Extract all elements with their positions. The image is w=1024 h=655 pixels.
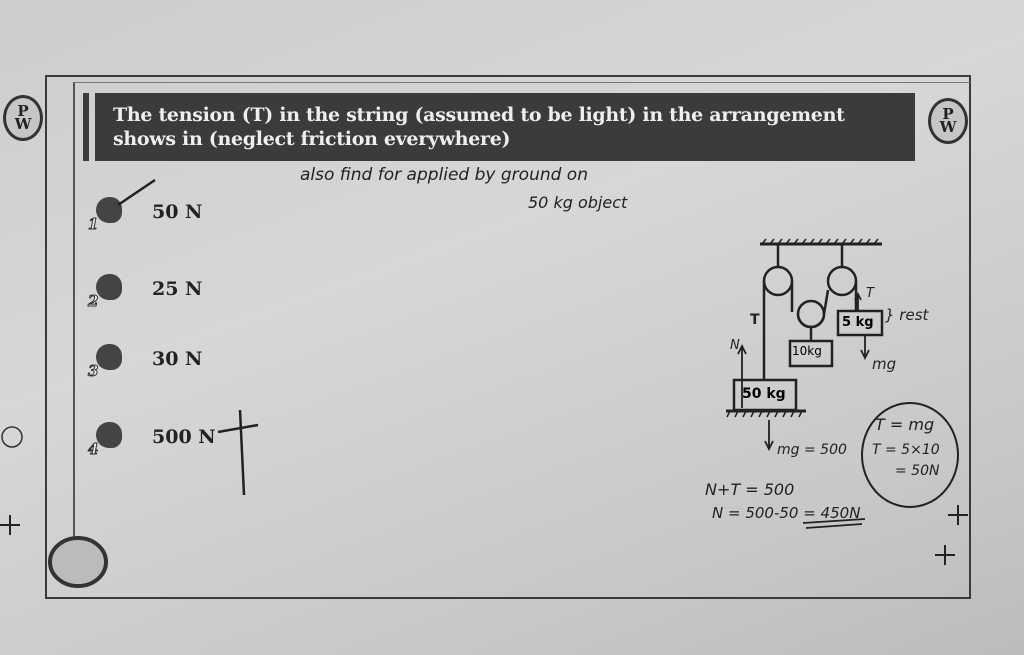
- question-text: The tension (T) in the string (assumed t…: [113, 103, 845, 151]
- tension-label-left: T: [750, 312, 760, 328]
- question-line-2: shows in (neglect friction everywhere): [113, 128, 511, 150]
- mg-label: mg: [872, 355, 897, 373]
- option-1[interactable]: 1 50 N: [87, 195, 203, 234]
- equation-1: N+T = 500: [705, 480, 795, 499]
- rest-note: } rest: [885, 306, 929, 324]
- tension-label-right: T: [866, 286, 874, 301]
- cross-mark: [217, 409, 259, 496]
- pw-badge-right: P W: [928, 98, 968, 144]
- question-inner-border: [73, 82, 970, 583]
- option-head-icon: 2: [87, 272, 124, 311]
- block-5kg-label: 5 kg: [842, 315, 874, 330]
- badge-text: P W: [14, 102, 32, 133]
- option-3[interactable]: 3 30 N: [87, 342, 203, 381]
- pulley-left: [762, 265, 794, 297]
- equation-2: N = 500-50 = 450N: [712, 504, 861, 522]
- question-line-1: The tension (T) in the string (assumed t…: [113, 104, 845, 126]
- option-4[interactable]: 4 500 N: [87, 420, 216, 459]
- pulley-right: [826, 265, 858, 297]
- option-head-icon: 4: [87, 420, 124, 459]
- handwritten-note-line-2: 50 kg object: [528, 193, 628, 212]
- option-label: 500 N: [152, 426, 216, 448]
- block-50kg-label: 50 kg: [742, 386, 786, 402]
- question-title-bar: The tension (T) in the string (assumed t…: [83, 93, 915, 161]
- option-2[interactable]: 2 25 N: [87, 272, 203, 311]
- badge-text: P W: [939, 105, 957, 136]
- option-label: 25 N: [152, 278, 203, 300]
- option-label: 30 N: [152, 348, 203, 370]
- circle-equation-3: = 50N: [895, 463, 940, 479]
- circle-equation-2: T = 5×10: [872, 442, 940, 458]
- option-label: 50 N: [152, 201, 203, 223]
- tick-mark: [117, 178, 156, 207]
- option-head-icon: 3: [87, 342, 124, 381]
- mg-500-label: mg = 500: [777, 442, 847, 458]
- title-stripe: [83, 93, 89, 161]
- normal-force-label: N: [730, 338, 740, 353]
- handwritten-note-line-1: also find for applied by ground on: [300, 165, 588, 185]
- pw-badge-left: P W: [3, 95, 43, 141]
- option-head-icon: 1: [87, 195, 124, 234]
- margin-circle: [1, 426, 23, 448]
- logo-icon: [48, 536, 108, 588]
- question-frame: [45, 75, 971, 599]
- circle-equation-1: T = mg: [875, 415, 935, 434]
- block-10kg-label: 10kg: [792, 344, 822, 358]
